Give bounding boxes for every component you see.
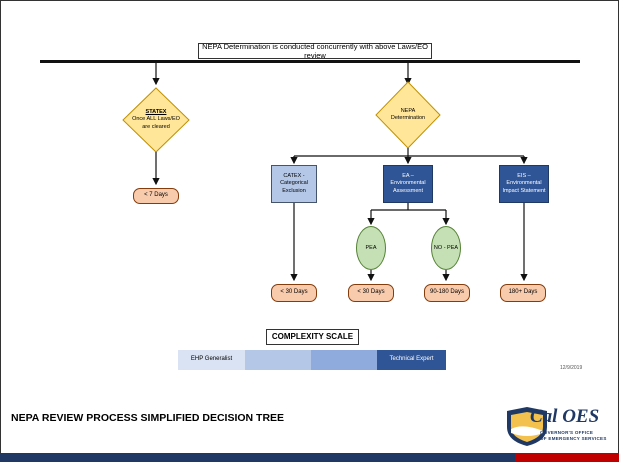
statex-title: STATEX: [145, 109, 167, 116]
no-pea-oval: NO - PEA: [431, 226, 461, 270]
nepa-label: NEPA Determination: [390, 107, 426, 121]
complexity-segment-1: EHP Generalist: [178, 350, 245, 370]
timeline-bar: [40, 60, 580, 63]
catex-duration: < 30 Days: [271, 284, 317, 302]
logo-name: Cal OES: [530, 406, 600, 427]
complexity-segment-3: [311, 350, 377, 370]
slide-title: NEPA REVIEW PROCESS SIMPLIFIED DECISION …: [11, 411, 285, 424]
ea-box: EA – Environmental Assessment: [383, 165, 433, 203]
header-banner: NEPA Determination is conducted concurre…: [198, 42, 432, 60]
bottom-bar: [0, 453, 515, 462]
logo-line-2: OF EMERGENCY SERVICES: [540, 436, 607, 441]
bottom-accent: [515, 453, 619, 462]
eis-duration: 180+ Days: [500, 284, 546, 302]
statex-duration: < 7 Days: [133, 188, 179, 204]
logo-line-1: GOVERNOR'S OFFICE: [540, 430, 594, 435]
statex-body: Once ALL Laws/EO are cleared: [132, 116, 180, 130]
complexity-segment-2: [245, 350, 311, 370]
eis-box: EIS – Environmental Impact Statement: [499, 165, 549, 203]
complexity-scale-title: COMPLEXITY SCALE: [266, 329, 359, 345]
pea-duration: < 30 Days: [348, 284, 394, 302]
complexity-segment-4: Technical Expert: [377, 350, 446, 370]
slide-date: 12/9/2019: [560, 365, 583, 371]
catex-box: CATEX - Categorical Exclusion: [271, 165, 317, 203]
no-pea-duration: 90-180 Days: [424, 284, 470, 302]
statex-label: STATEX Once ALL Laws/EO are cleared: [128, 102, 184, 138]
cal-oes-logo: [507, 407, 547, 446]
pea-oval: PEA: [356, 226, 386, 270]
